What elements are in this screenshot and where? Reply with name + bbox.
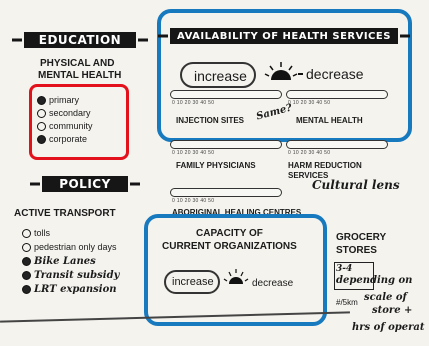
radio-icon: [37, 135, 46, 144]
radio-icon: [22, 257, 31, 266]
family-physicians-label: FAMILY PHYSICIANS: [176, 161, 256, 170]
radio-icon: [22, 271, 31, 280]
handwritten-option: Transit subsidy: [34, 270, 120, 281]
sun-meter-icon: [223, 269, 249, 284]
mental-health-label: MENTAL HEALTH: [296, 116, 363, 125]
harm-reduction-label-2: SERVICES: [288, 171, 329, 180]
policy-option-lrt[interactable]: LRT expansion: [22, 284, 117, 295]
mental-health-scale[interactable]: [286, 90, 388, 99]
harm-reduction-scale-ticks: 0 10 20 30 40 50: [288, 150, 331, 156]
option-label: primary: [49, 95, 80, 105]
policy-option-tolls[interactable]: tolls: [22, 228, 50, 239]
increase-label: increase: [194, 68, 247, 84]
radio-icon: [22, 243, 31, 252]
aboriginal-scale-ticks: 0 10 20 30 40 50: [172, 198, 215, 204]
policy-option-pedestrian[interactable]: pedestrian only days: [22, 242, 117, 253]
harm-reduction-label-1: HARM REDUCTION: [288, 161, 362, 170]
family-physicians-scale[interactable]: [170, 140, 282, 149]
aboriginal-scale[interactable]: [170, 188, 282, 197]
education-option-community[interactable]: community: [37, 121, 93, 132]
harm-reduction-scale[interactable]: [286, 140, 388, 149]
option-label: corporate: [49, 134, 88, 144]
radio-icon: [37, 96, 46, 105]
radio-icon: [37, 122, 46, 131]
capacity-increase-label: increase: [172, 276, 214, 288]
capacity-title-1: CAPACITY OF: [196, 228, 263, 239]
handwritten-option: LRT expansion: [34, 284, 117, 295]
grocery-handwritten-2: depending on: [336, 275, 413, 286]
education-option-secondary[interactable]: secondary: [37, 108, 91, 119]
injection-sites-scale[interactable]: [170, 90, 282, 99]
education-option-primary[interactable]: primary: [37, 95, 79, 106]
policy-option-bike-lanes[interactable]: Bike Lanes: [22, 256, 96, 267]
grocery-title-2: STORES: [336, 245, 377, 256]
health-services-banner: AVAILABILITY OF HEALTH SERVICES: [170, 28, 398, 44]
option-label: secondary: [49, 108, 91, 118]
grocery-handwritten-1: 3-4: [336, 264, 353, 274]
aboriginal-label: ABORIGINAL HEALING CENTRES: [172, 208, 302, 217]
health-services-blue-annotation: [157, 9, 412, 142]
grocery-per-km: #/5km: [336, 298, 358, 307]
capacity-decrease-label: decrease: [252, 278, 294, 289]
grocery-handwritten-4: store +: [372, 305, 413, 316]
handwritten-cultural-lens: Cultural lens: [312, 178, 400, 192]
injection-sites-scale-ticks: 0 10 20 30 40 50: [172, 100, 215, 106]
grocery-handwritten-5: hrs of operat: [352, 322, 425, 333]
grocery-title-1: GROCERY: [336, 232, 387, 243]
dash-separator: [298, 73, 303, 75]
radio-icon: [22, 229, 31, 238]
capacity-blue-annotation: [144, 214, 327, 326]
policy-option-transit-subsidy[interactable]: Transit subsidy: [22, 270, 119, 281]
handwritten-option: Bike Lanes: [34, 256, 96, 267]
injection-sites-label: INJECTION SITES: [176, 116, 245, 125]
education-red-annotation: [29, 84, 129, 160]
education-option-corporate[interactable]: corporate: [37, 134, 87, 145]
mental-health-scale-ticks: 0 10 20 30 40 50: [288, 100, 331, 106]
decrease-label: decrease: [306, 66, 364, 82]
education-banner: EDUCATION: [24, 32, 136, 48]
grocery-handwritten-3: scale of: [364, 292, 407, 303]
family-physicians-scale-ticks: 0 10 20 30 40 50: [172, 150, 215, 156]
sun-meter-icon: [264, 62, 298, 80]
active-transport-heading: ACTIVE TRANSPORT: [14, 208, 116, 219]
capacity-increase-oval[interactable]: [164, 270, 220, 294]
policy-banner: POLICY: [42, 176, 128, 192]
education-subheading-1: PHYSICAL AND: [40, 58, 115, 69]
radio-icon: [37, 109, 46, 118]
increase-oval[interactable]: [180, 62, 256, 88]
option-label: tolls: [34, 228, 51, 238]
option-label: community: [49, 121, 93, 131]
education-subheading-2: MENTAL HEALTH: [38, 70, 122, 81]
grocery-input-box[interactable]: [334, 262, 374, 290]
option-label: pedestrian only days: [34, 242, 117, 252]
radio-icon: [22, 285, 31, 294]
capacity-title-2: CURRENT ORGANIZATIONS: [162, 241, 297, 252]
